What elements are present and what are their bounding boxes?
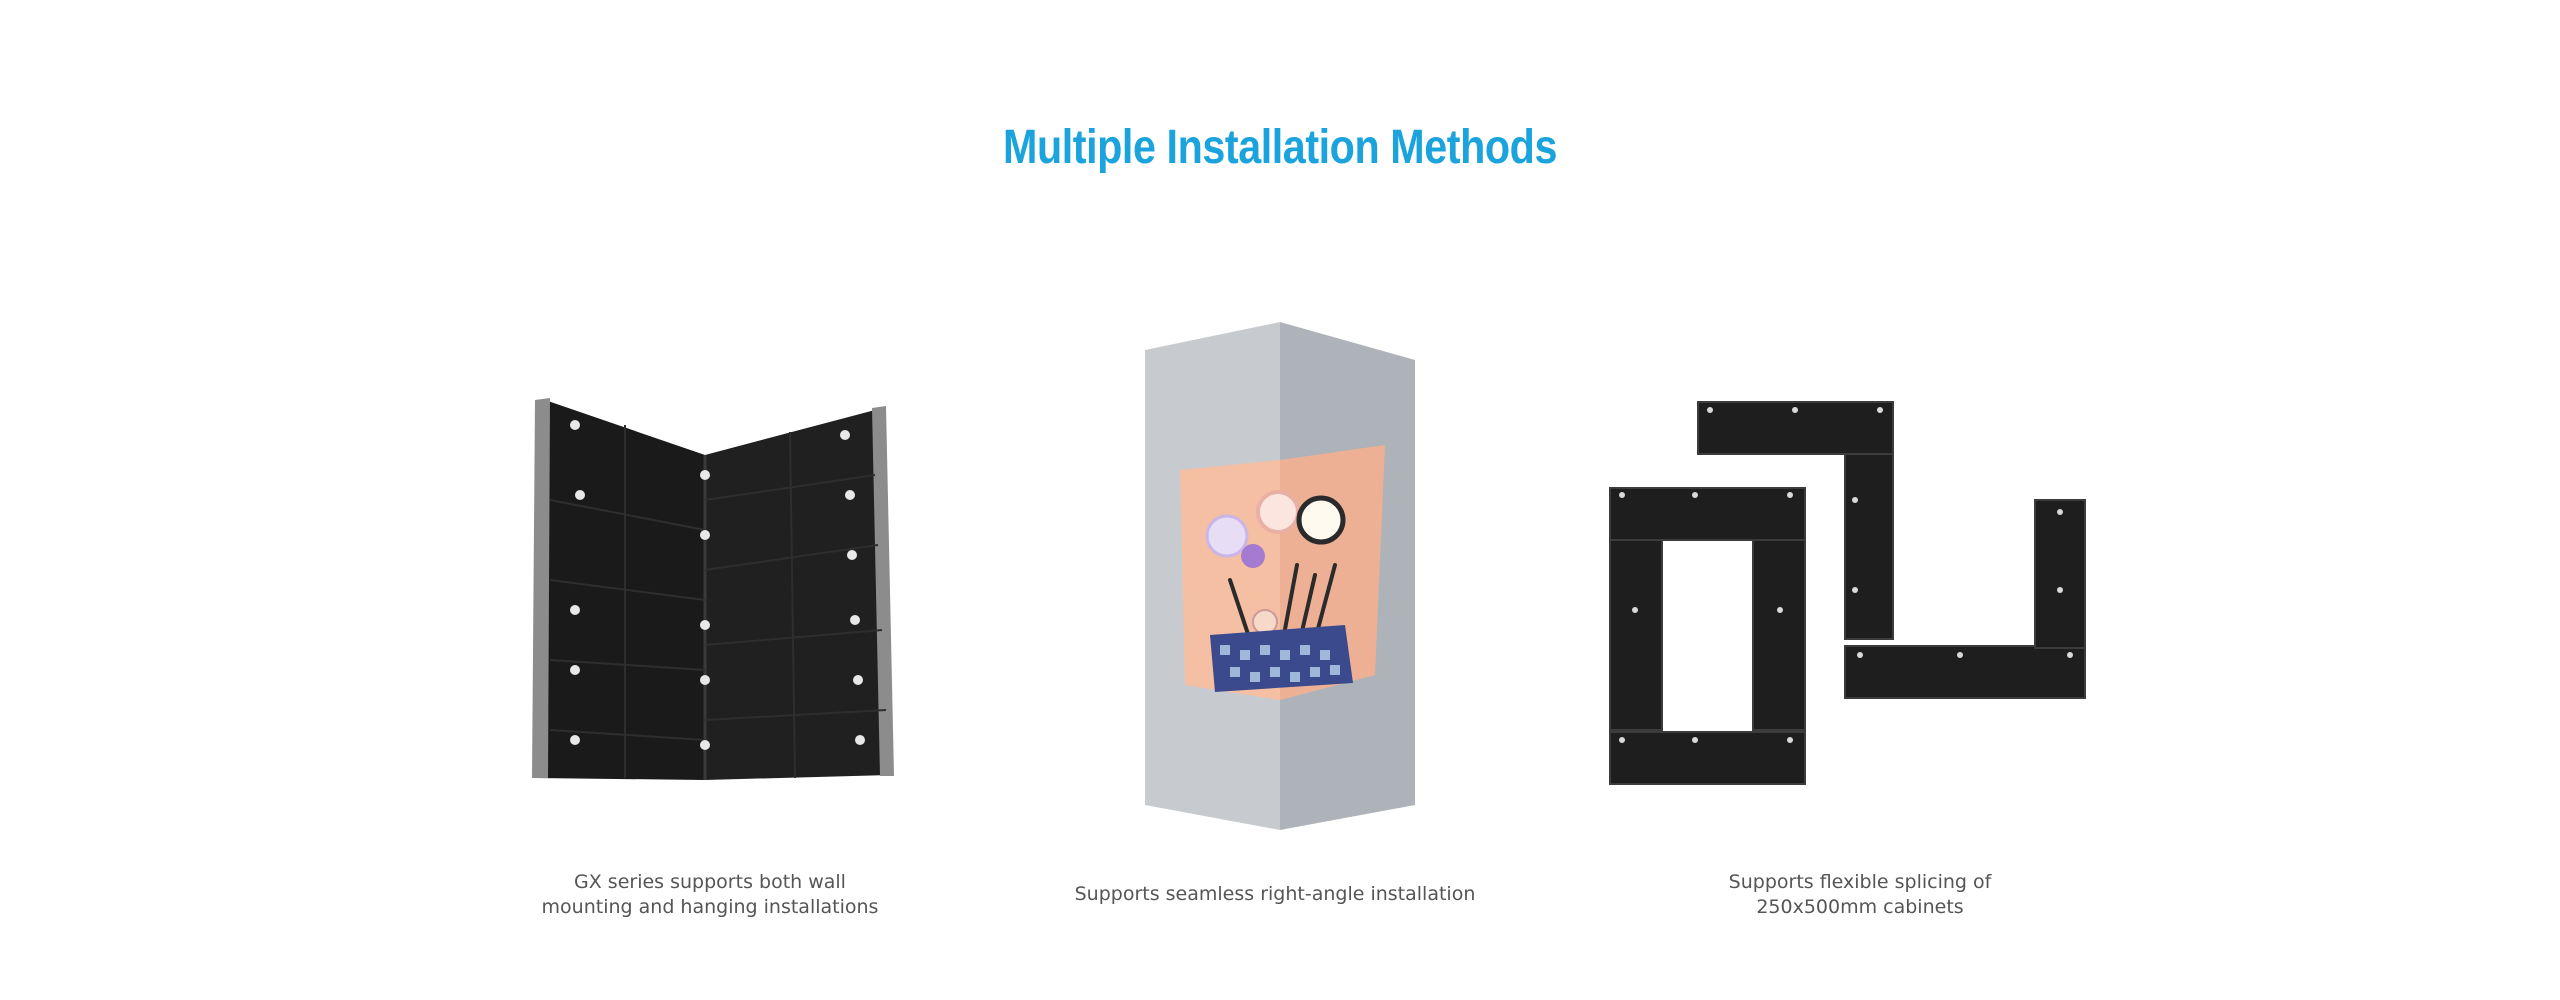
page-title: Multiple Installation Methods (1002, 121, 1557, 174)
feature-caption: GX series supports both wall mounting an… (450, 870, 970, 920)
spliced-cabinets-icon (1609, 401, 2086, 785)
corner-pillar-display-icon (1145, 322, 1415, 830)
folded-led-panel-icon (532, 398, 894, 780)
feature-right-angle: Supports seamless right-angle installati… (1015, 300, 1535, 940)
caption-line: Supports seamless right-angle installati… (1074, 883, 1476, 905)
caption-line: Supports flexible splicing of (1728, 871, 1992, 893)
feature-caption: Supports flexible splicing of 250x500mm … (1600, 870, 2120, 920)
caption-line: 250x500mm cabinets (1756, 896, 1964, 918)
feature-caption: Supports seamless right-angle installati… (1015, 882, 1535, 907)
caption-line: GX series supports both wall (574, 871, 846, 893)
feature-wall-hanging: GX series supports both wall mounting an… (450, 300, 970, 940)
feature-flexible-splicing: Supports flexible splicing of 250x500mm … (1600, 300, 2120, 940)
caption-line: mounting and hanging installations (541, 896, 879, 918)
